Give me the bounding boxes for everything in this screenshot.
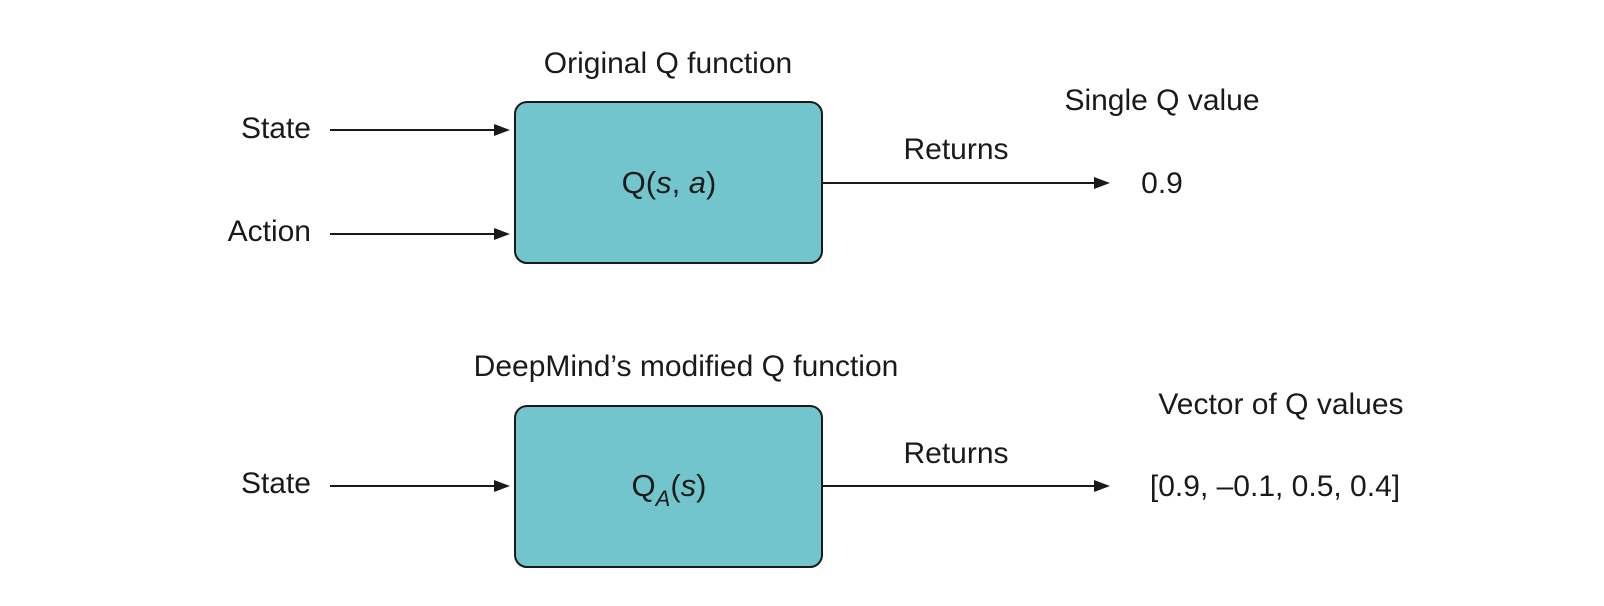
- returns-label-bottom: Returns: [903, 437, 1008, 470]
- state-input-label-bottom: State: [241, 467, 311, 500]
- state-input-arrowhead: [494, 124, 510, 136]
- single-q-value-title: Single Q value: [1064, 84, 1259, 117]
- modified-q-function-group: DeepMind’s modified Q function State QA(…: [241, 350, 1404, 568]
- returns-arrowhead-top: [1094, 177, 1110, 189]
- action-input-label: Action: [228, 215, 311, 248]
- single-q-value: 0.9: [1141, 167, 1183, 200]
- modified-q-function-formula: QA(s): [632, 468, 707, 511]
- action-input-arrowhead: [494, 228, 510, 240]
- modified-q-function-title: DeepMind’s modified Q function: [474, 350, 899, 383]
- state-input-label: State: [241, 112, 311, 145]
- vector-q-values: [0.9, –0.1, 0.5, 0.4]: [1150, 470, 1400, 503]
- returns-arrowhead-bottom: [1094, 480, 1110, 492]
- returns-label-top: Returns: [903, 133, 1008, 166]
- original-q-function-formula: Q(s, a): [622, 165, 717, 200]
- vector-q-values-title: Vector of Q values: [1158, 388, 1403, 421]
- original-q-function-group: Original Q function State Action Q(s, a)…: [228, 47, 1260, 264]
- original-q-function-title: Original Q function: [544, 47, 792, 80]
- state-input-arrowhead-bottom: [494, 480, 510, 492]
